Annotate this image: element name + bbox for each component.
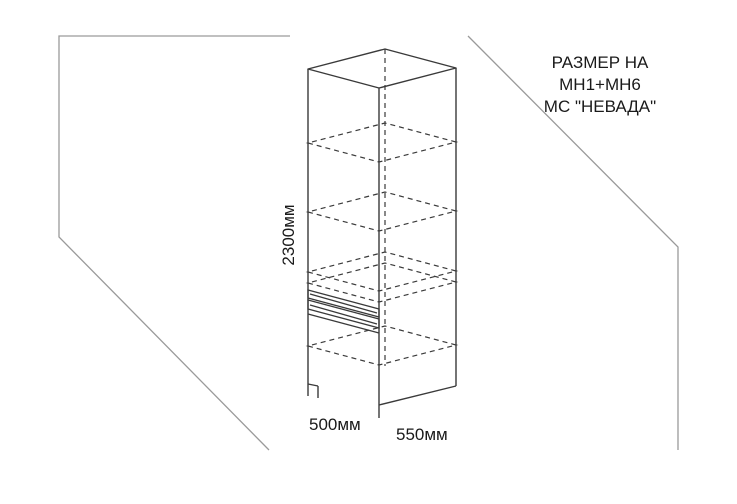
height-dimension-label: 2300мм bbox=[279, 204, 298, 265]
hidden-shelves bbox=[305, 49, 459, 366]
drawer-upper-rail bbox=[309, 293, 378, 314]
plinth-front bbox=[307, 383, 319, 387]
room-outline-left bbox=[58, 35, 290, 451]
shelf-3 bbox=[305, 251, 459, 292]
title-line-2: МН1+МН6 bbox=[559, 75, 641, 94]
depth-dimension-label: 550мм bbox=[396, 425, 448, 444]
shelf-5 bbox=[305, 325, 459, 366]
width-dimension-label: 500мм bbox=[309, 415, 361, 434]
title-block: РАЗМЕР НА МН1+МН6 МС "НЕВАДА" bbox=[544, 53, 656, 116]
cabinet-top-face bbox=[307, 48, 457, 89]
cabinet-body bbox=[307, 48, 457, 418]
shelf-1 bbox=[305, 122, 459, 163]
drawer-upper bbox=[307, 289, 380, 318]
shelf-2 bbox=[305, 191, 459, 232]
drawers bbox=[307, 289, 380, 334]
title-line-3: МС "НЕВАДА" bbox=[544, 97, 656, 116]
room-outline-right bbox=[467, 35, 679, 450]
drawer-lower bbox=[307, 299, 380, 329]
drawer-gap-line bbox=[307, 313, 380, 334]
drawer-lower-rail bbox=[309, 304, 378, 325]
cabinet-bottom-side-edge bbox=[378, 385, 457, 406]
shelf-4 bbox=[305, 262, 459, 303]
room-outline bbox=[58, 35, 679, 451]
title-line-1: РАЗМЕР НА bbox=[552, 53, 649, 72]
